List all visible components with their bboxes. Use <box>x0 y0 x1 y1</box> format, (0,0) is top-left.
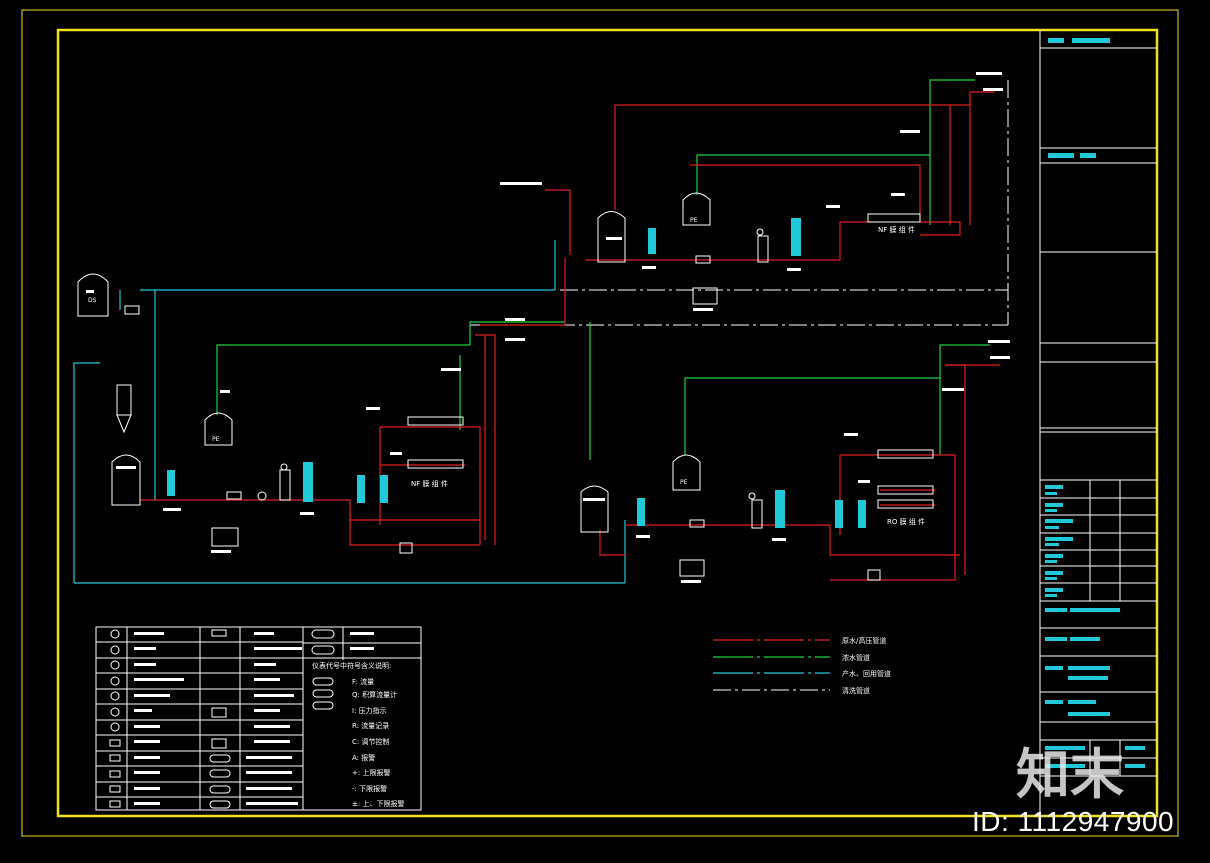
ds-tank <box>77 273 109 317</box>
ro-unit-label: RO 膜 组 件 <box>887 517 925 526</box>
code-f: F: 流量 <box>352 677 374 686</box>
dosing-unit-2 <box>692 287 718 305</box>
pe-tank-2 <box>682 192 711 226</box>
equipment-labels <box>86 72 1010 583</box>
code-c: C: 调节控制 <box>352 737 389 746</box>
code-i: I: 压力指示 <box>352 706 387 715</box>
symbol-legend-descriptions <box>134 632 374 805</box>
title-block-text <box>1045 38 1145 768</box>
legend-cleaning: 清洗管道 <box>842 686 870 695</box>
title-block <box>1039 30 1157 816</box>
drawing-frame <box>56 28 1159 818</box>
code-r: R: 流量记录 <box>352 721 389 730</box>
dosing-hopper <box>116 384 132 416</box>
cartridge-filter-2 <box>757 235 769 263</box>
mid-tank-upper <box>597 211 626 263</box>
ds-tank-label: DS <box>88 297 97 304</box>
dosing-unit-1 <box>211 527 239 547</box>
nf-unit-2-label: NF 膜 组 件 <box>878 225 915 234</box>
pe-tank-1-label: PE <box>212 436 220 443</box>
line-legend <box>713 639 830 691</box>
legend-note-header: 仪表代号中符号含义说明: <box>312 661 391 670</box>
pe-tank-3-label: PE <box>680 479 688 486</box>
legend-raw-water: 原水/高压管道 <box>842 636 886 645</box>
pumps <box>167 218 866 528</box>
mid-tank-lower <box>580 485 609 533</box>
raw-water-lines <box>140 91 1000 581</box>
code-low: -: 下限报警 <box>352 784 387 793</box>
pe-tank-1 <box>204 412 233 446</box>
nf-membrane-1b <box>407 459 464 469</box>
line-legend-labels: 原水/高压管道 浓水管道 产水、回用管道 清洗管道 <box>842 636 891 695</box>
legend-concentrate: 浓水管道 <box>842 653 870 662</box>
cleaning-lines <box>469 80 1009 340</box>
equipment <box>77 192 934 577</box>
raw-tank <box>111 454 141 506</box>
ro-membrane-3 <box>877 499 934 509</box>
symbol-legend-table <box>95 626 422 811</box>
code-high: +: 上限报警 <box>352 768 390 777</box>
nf-unit-1-label: NF 膜 组 件 <box>411 479 448 488</box>
ro-membrane-2 <box>877 485 934 495</box>
legend-instrument-codes: F: 流量 Q: 积算流量计 I: 压力指示 R: 流量记录 C: 调节控制 A… <box>352 677 404 808</box>
nf-membrane-2 <box>867 213 921 223</box>
dosing-unit-3 <box>679 559 705 577</box>
code-high-low: ±: 上、下限报警 <box>352 799 404 808</box>
code-a: A: 报警 <box>352 753 375 762</box>
outer-frame <box>21 9 1179 837</box>
watermark-logo: 知末 <box>1016 743 1124 806</box>
concentrate-lines <box>216 79 990 460</box>
nf-membrane-1a <box>407 416 464 426</box>
pe-tank-2-label: PE <box>690 217 698 224</box>
ro-membrane-1 <box>877 449 934 459</box>
product-lines <box>73 240 626 584</box>
pe-tank-3 <box>672 454 701 491</box>
valves <box>124 228 881 581</box>
code-q: Q: 积算流量计 <box>352 690 397 699</box>
cartridge-filter-3 <box>751 499 763 529</box>
image-id-stamp: ID: 1112947900 <box>972 806 1175 837</box>
legend-product: 产水、回用管道 <box>842 669 891 678</box>
cartridge-filter-1 <box>279 469 291 501</box>
